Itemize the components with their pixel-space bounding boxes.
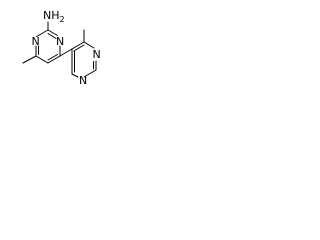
pyrimidine-n-top-label: N <box>32 35 40 48</box>
pyrimidine-n-right-label: N <box>56 35 64 48</box>
bond-c4-c5-inner <box>47 54 58 61</box>
bond-c6-methyl <box>22 55 37 64</box>
bond-p1-p0 <box>71 73 79 78</box>
molecule-structure: NH2 N N N N <box>0 0 111 98</box>
bond-p2-p3-inner <box>73 44 85 52</box>
bond-c2-n1 <box>36 29 49 37</box>
pyrazine-n-bottom-label: N <box>79 74 87 87</box>
bond-p6-p1 <box>83 69 97 78</box>
bond-p2-p3 <box>71 41 85 50</box>
bond-c4-pyrazine <box>59 48 73 57</box>
bond-p3-p4 <box>83 41 95 49</box>
pyrazine-ring <box>71 41 97 78</box>
pyrazine-n-left-label: N <box>93 48 101 61</box>
bond-c5-c6 <box>35 55 49 64</box>
pyrimidine-ring <box>35 29 61 64</box>
canvas-background <box>0 0 111 98</box>
amine-label: NH2 <box>43 9 65 24</box>
bond-c2-n3-inner <box>47 33 57 39</box>
amine-subscript: 2 <box>60 15 65 24</box>
bond-c2-n3 <box>47 29 58 36</box>
amine-nh-text: NH <box>43 9 60 22</box>
bond-c4-c5 <box>47 55 61 64</box>
